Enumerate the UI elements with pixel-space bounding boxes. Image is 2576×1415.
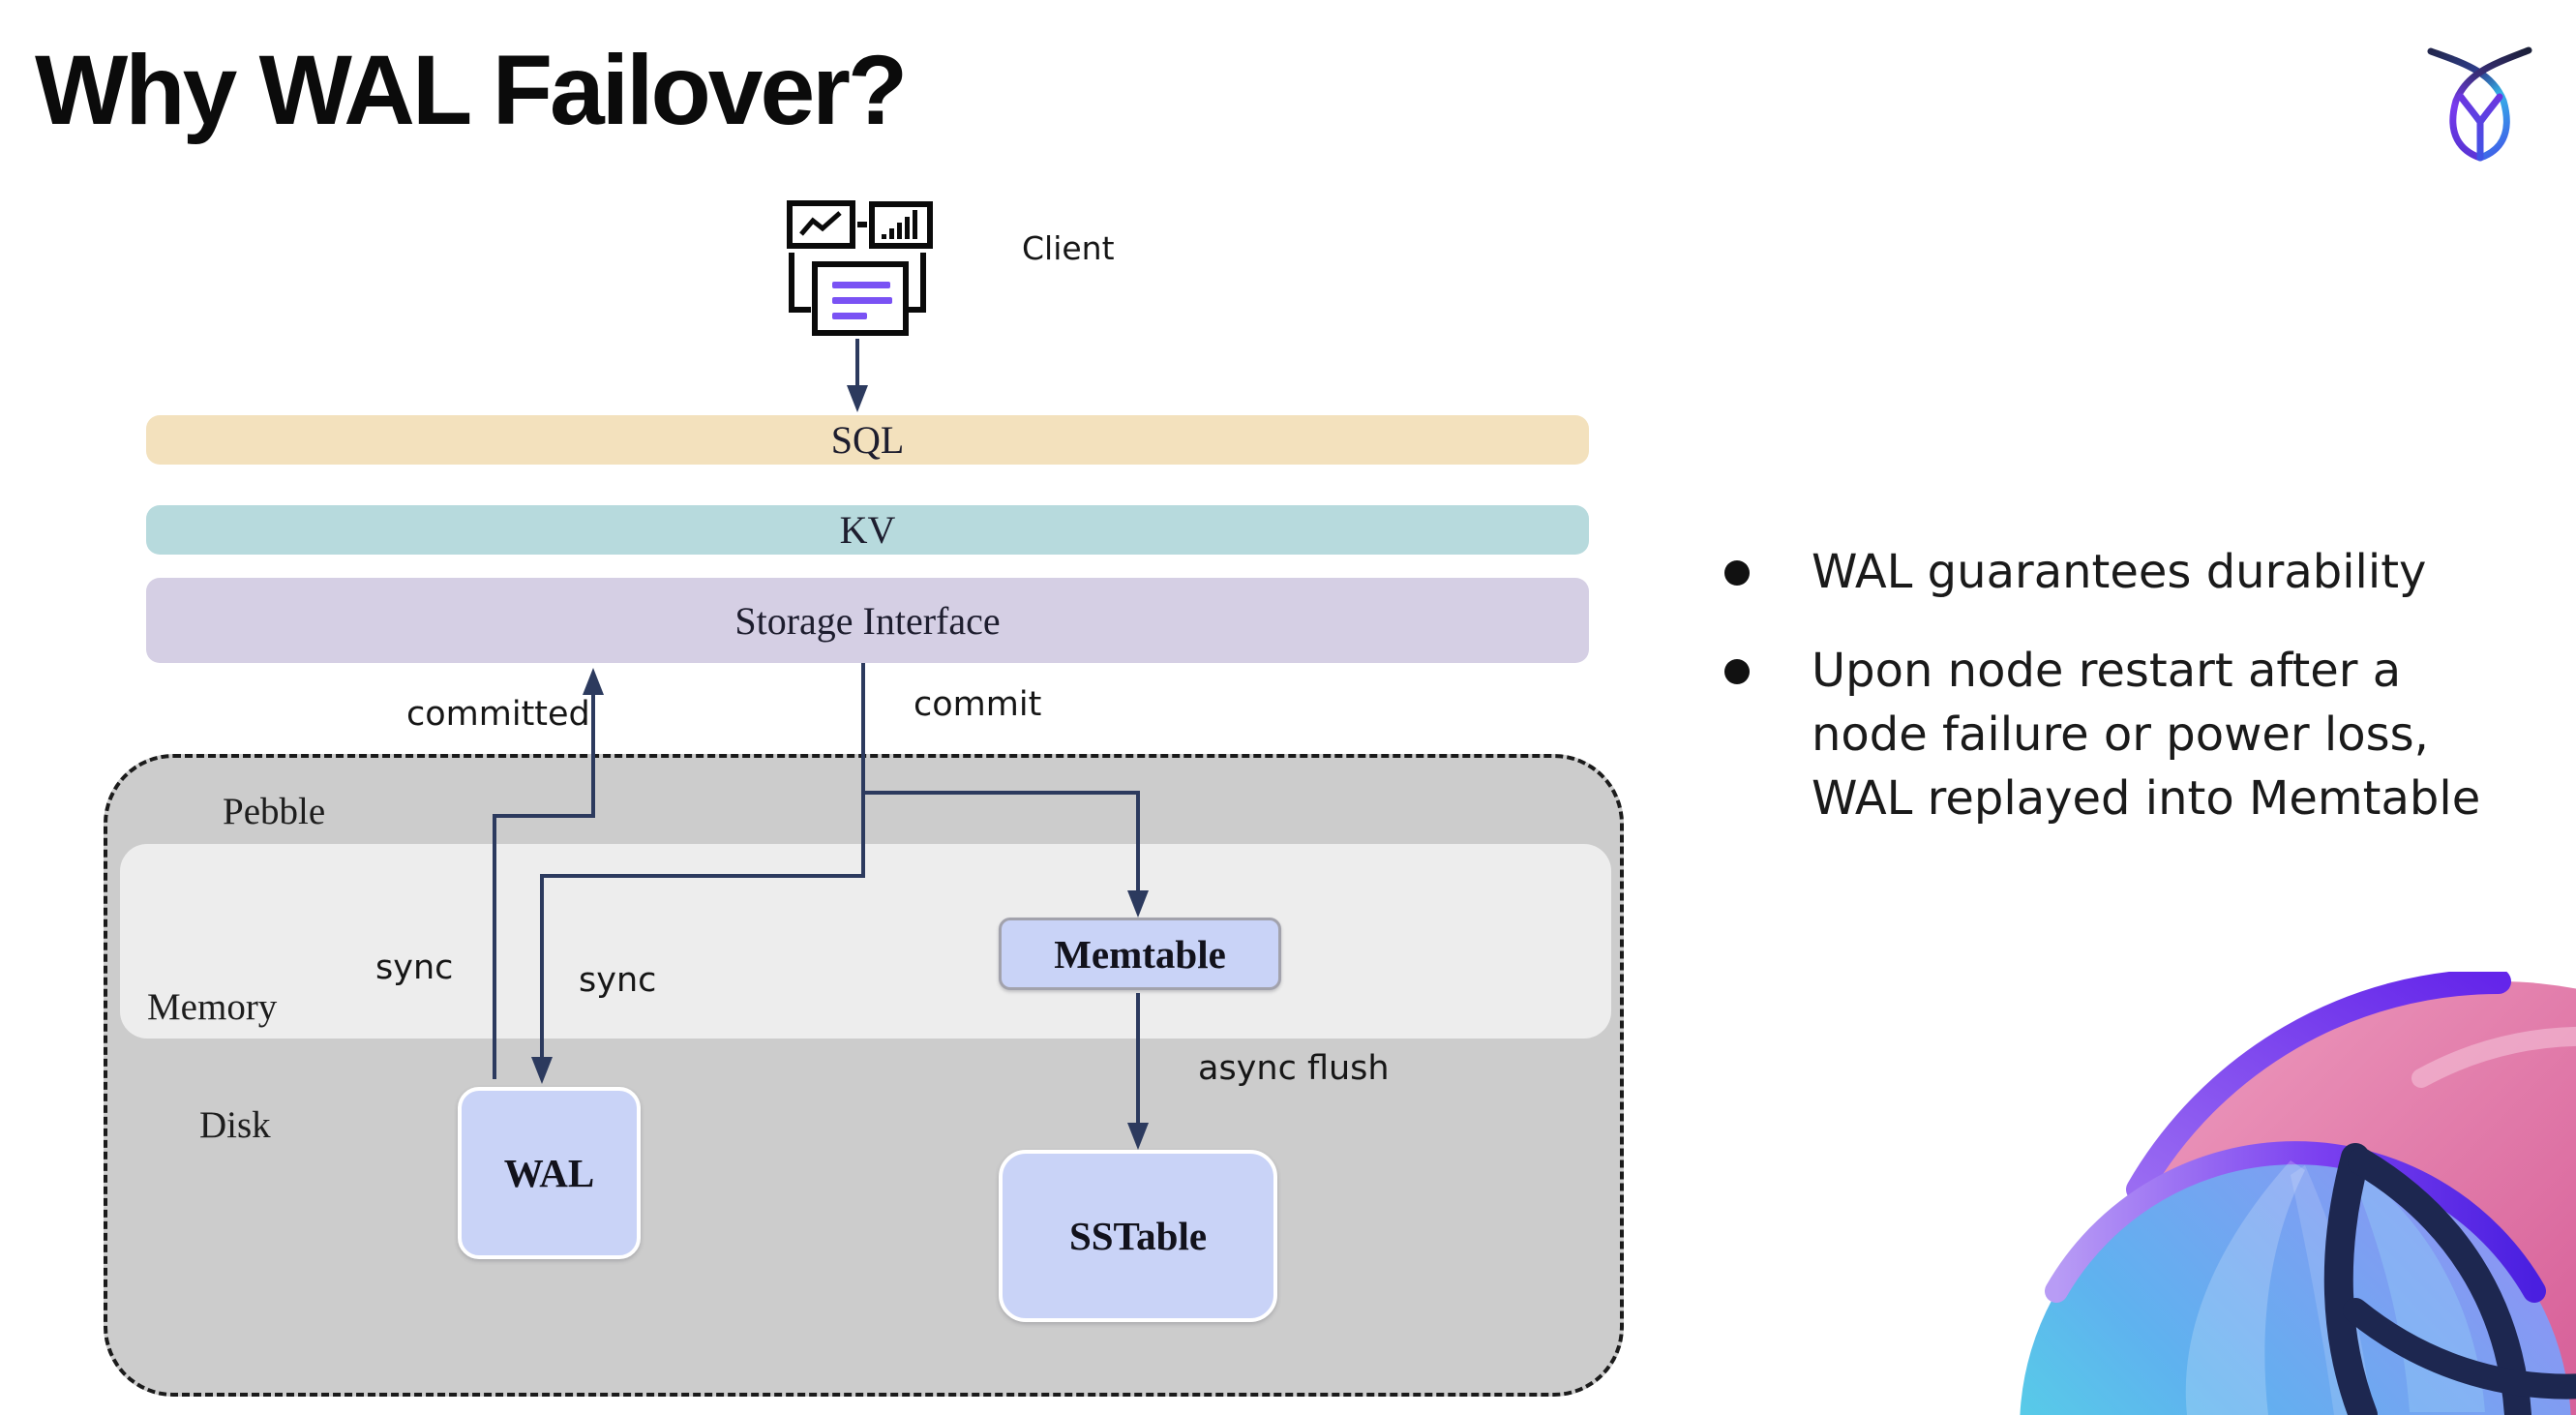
sync-left-label: sync: [375, 948, 454, 987]
layer-bar-storage-interface-label: Storage Interface: [734, 598, 1001, 643]
bullet-dot-icon: [1724, 560, 1750, 586]
dash-connector: [857, 222, 867, 227]
committed-label: committed: [406, 695, 590, 734]
bullet-text: WAL guarantees durability: [1812, 540, 2528, 604]
async-flush-label: async flush: [1198, 1049, 1390, 1088]
bullet-text: Upon node restart after a node failure o…: [1812, 639, 2528, 830]
pebble-label: Pebble: [223, 791, 326, 832]
document-text-lines: [832, 282, 892, 319]
memory-band: [120, 844, 1611, 1039]
wal-node-label: WAL: [503, 1151, 595, 1195]
bullet-line: WAL guarantees durability: [1812, 545, 2427, 599]
bullet-line: WAL replayed into Memtable: [1812, 771, 2481, 826]
layer-bar-kv: KV: [146, 505, 1589, 555]
left-bracket-glyph: [789, 253, 811, 313]
bullet-line: Upon node restart after a: [1812, 644, 2402, 698]
bullet-line: node failure or power loss,: [1812, 708, 2429, 762]
sync-right-label: sync: [579, 961, 657, 1000]
sstable-node: SSTable: [999, 1150, 1277, 1322]
memory-label: Memory: [147, 986, 278, 1028]
page-title: Why WAL Failover?: [35, 35, 908, 145]
layer-bar-storage-interface: Storage Interface: [146, 578, 1589, 663]
client-label: Client: [1022, 229, 1115, 267]
list-item: Upon node restart after a node failure o…: [1724, 639, 2528, 830]
memtable-node-label: Memtable: [1054, 931, 1226, 977]
sstable-node-label: SSTable: [1068, 1214, 1208, 1258]
right-bracket-glyph: [904, 253, 926, 313]
cockroachdb-logo-icon: [2427, 46, 2532, 162]
layer-bar-sql-label: SQL: [830, 418, 905, 462]
list-item: WAL guarantees durability: [1724, 540, 2528, 604]
bar-chart-glyph: [882, 210, 917, 239]
disk-label: Disk: [199, 1104, 271, 1146]
layer-bar-sql: SQL: [146, 415, 1589, 465]
chart-window-icon: [787, 200, 855, 249]
wal-node: WAL: [458, 1087, 641, 1259]
memtable-node: Memtable: [999, 918, 1281, 990]
bullet-dot-icon: [1724, 659, 1750, 684]
layer-bar-kv-label: KV: [839, 508, 896, 552]
decorative-brand-graphic: [2020, 972, 2576, 1415]
line-chart-glyph: [799, 211, 842, 236]
client-icon: [787, 200, 933, 336]
commit-label: commit: [914, 685, 1042, 724]
